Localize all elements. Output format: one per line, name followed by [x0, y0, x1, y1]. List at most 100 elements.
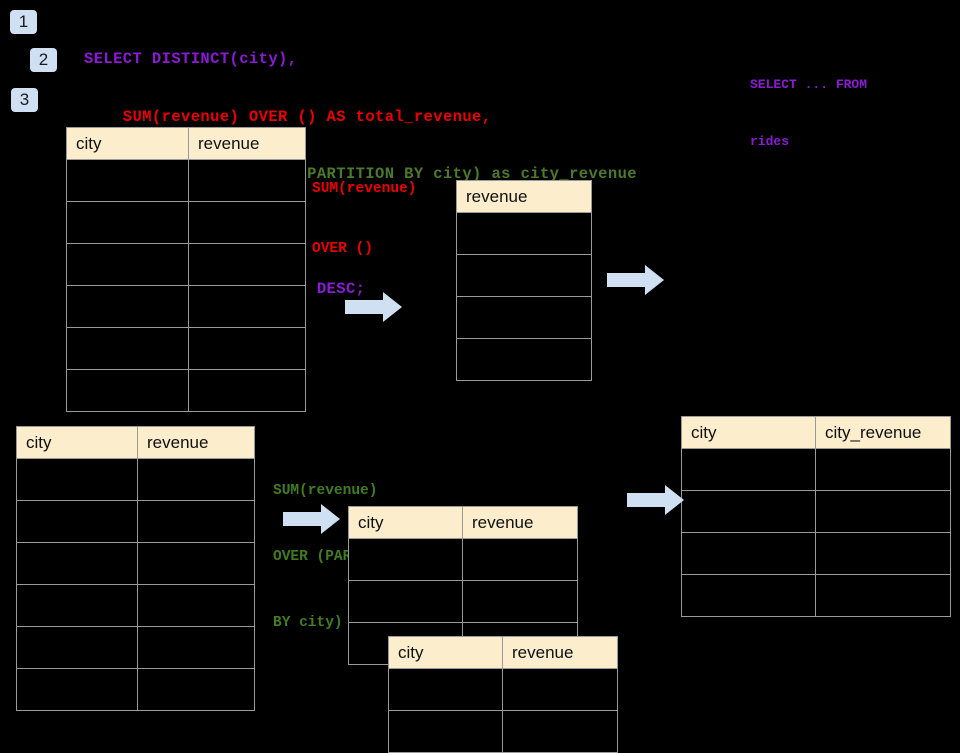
table-row: [681, 448, 951, 491]
cell-city: [348, 580, 463, 623]
cell-city: [66, 243, 189, 286]
rides-source-table: city revenue: [66, 127, 306, 412]
callout-sum-over-empty: SUM(revenue) OVER (): [312, 139, 416, 299]
callout-sum-over-partition-line-3: BY city): [273, 615, 343, 631]
cell-city: [16, 458, 138, 501]
step-badge-2: 2: [30, 48, 57, 72]
cell-city-revenue: [815, 490, 951, 533]
total-revenue-table: revenue: [456, 180, 592, 381]
cell-city: [16, 500, 138, 543]
city-revenue-result-table: city city_revenue: [681, 416, 951, 617]
callout-sum-over-empty-line-2: OVER (): [312, 241, 373, 257]
cell-city: [66, 285, 189, 328]
callout-sum-over-empty-line-1: SUM(revenue): [312, 181, 417, 197]
sql-line-1: SELECT DISTINCT(city),: [84, 50, 298, 68]
diagram-canvas: 1 2 3 SELECT DISTINCT(city), SUM(revenue…: [10, 10, 951, 753]
table-row: [16, 626, 255, 669]
column-header-revenue: revenue: [502, 636, 618, 669]
table-row: [66, 243, 306, 286]
cell-city: [681, 490, 816, 533]
cell-revenue: [188, 201, 306, 244]
table-row: [681, 574, 951, 617]
table-row: [456, 254, 592, 297]
column-header-city-revenue: city_revenue: [815, 416, 951, 449]
step-badge-3: 3: [11, 88, 38, 112]
table-row: [16, 500, 255, 543]
cell-revenue: [456, 338, 592, 381]
cell-revenue: [137, 542, 255, 585]
cell-city: [681, 574, 816, 617]
table-row: [16, 584, 255, 627]
cell-revenue: [137, 500, 255, 543]
column-header-revenue: revenue: [462, 506, 578, 539]
rides-source-table-2: city revenue: [16, 426, 255, 711]
table-row: [388, 710, 618, 753]
arrow-right-icon-partition-to-result: [627, 484, 685, 516]
cell-city: [16, 626, 138, 669]
cell-city: [388, 710, 503, 753]
cell-city: [348, 538, 463, 581]
table-row: [348, 580, 578, 623]
table-row: [456, 212, 592, 255]
column-header-city: city: [388, 636, 503, 669]
cell-revenue: [462, 580, 578, 623]
cell-revenue: [188, 159, 306, 202]
table-row: [681, 490, 951, 533]
sql-line-2: SUM(revenue) OVER () AS total_revenue,: [84, 107, 492, 126]
partition-group-table-front: city revenue: [388, 636, 618, 753]
table-header-row: city revenue: [16, 426, 255, 459]
table-header-row: city revenue: [348, 506, 578, 539]
column-header-revenue: revenue: [456, 180, 592, 213]
cell-revenue: [456, 296, 592, 339]
table-row: [388, 668, 618, 711]
column-header-city: city: [66, 127, 189, 160]
table-header-row: city revenue: [66, 127, 306, 160]
arrow-right-icon-total-to-result: [607, 264, 665, 296]
cell-city: [681, 448, 816, 491]
cell-revenue: [456, 254, 592, 297]
cell-revenue: [137, 584, 255, 627]
cell-revenue: [462, 538, 578, 581]
table-row: [66, 159, 306, 202]
cell-revenue: [137, 626, 255, 669]
cell-revenue: [188, 369, 306, 412]
cell-city: [16, 668, 138, 711]
column-header-revenue: revenue: [137, 426, 255, 459]
column-header-city: city: [348, 506, 463, 539]
cell-city: [16, 542, 138, 585]
table-row: [16, 542, 255, 585]
table-row: [66, 285, 306, 328]
cell-city: [16, 584, 138, 627]
table-row: [16, 458, 255, 501]
cell-revenue: [502, 710, 618, 753]
table-row: [681, 532, 951, 575]
table-row: [66, 327, 306, 370]
table-header-row: city revenue: [388, 636, 618, 669]
column-header-city: city: [16, 426, 138, 459]
step-badge-1: 1: [10, 10, 37, 34]
callout-select-from-line-2: rides: [750, 134, 790, 149]
table-header-row: city city_revenue: [681, 416, 951, 449]
column-header-revenue: revenue: [188, 127, 306, 160]
callout-select-from-line-1: SELECT ... FROM: [750, 77, 868, 92]
cell-revenue: [137, 668, 255, 711]
cell-city-revenue: [815, 448, 951, 491]
cell-city: [388, 668, 503, 711]
table-row: [456, 338, 592, 381]
cell-revenue: [137, 458, 255, 501]
cell-city: [66, 369, 189, 412]
cell-city-revenue: [815, 532, 951, 575]
cell-revenue: [502, 668, 618, 711]
cell-city: [66, 201, 189, 244]
table-row: [16, 668, 255, 711]
cell-revenue: [188, 243, 306, 286]
cell-city: [681, 532, 816, 575]
cell-city-revenue: [815, 574, 951, 617]
cell-revenue: [188, 327, 306, 370]
table-row: [66, 201, 306, 244]
callout-select-from: SELECT ... FROM rides: [750, 37, 867, 189]
column-header-city: city: [681, 416, 816, 449]
table-row: [456, 296, 592, 339]
table-header-row: revenue: [456, 180, 592, 213]
table-row: [348, 538, 578, 581]
